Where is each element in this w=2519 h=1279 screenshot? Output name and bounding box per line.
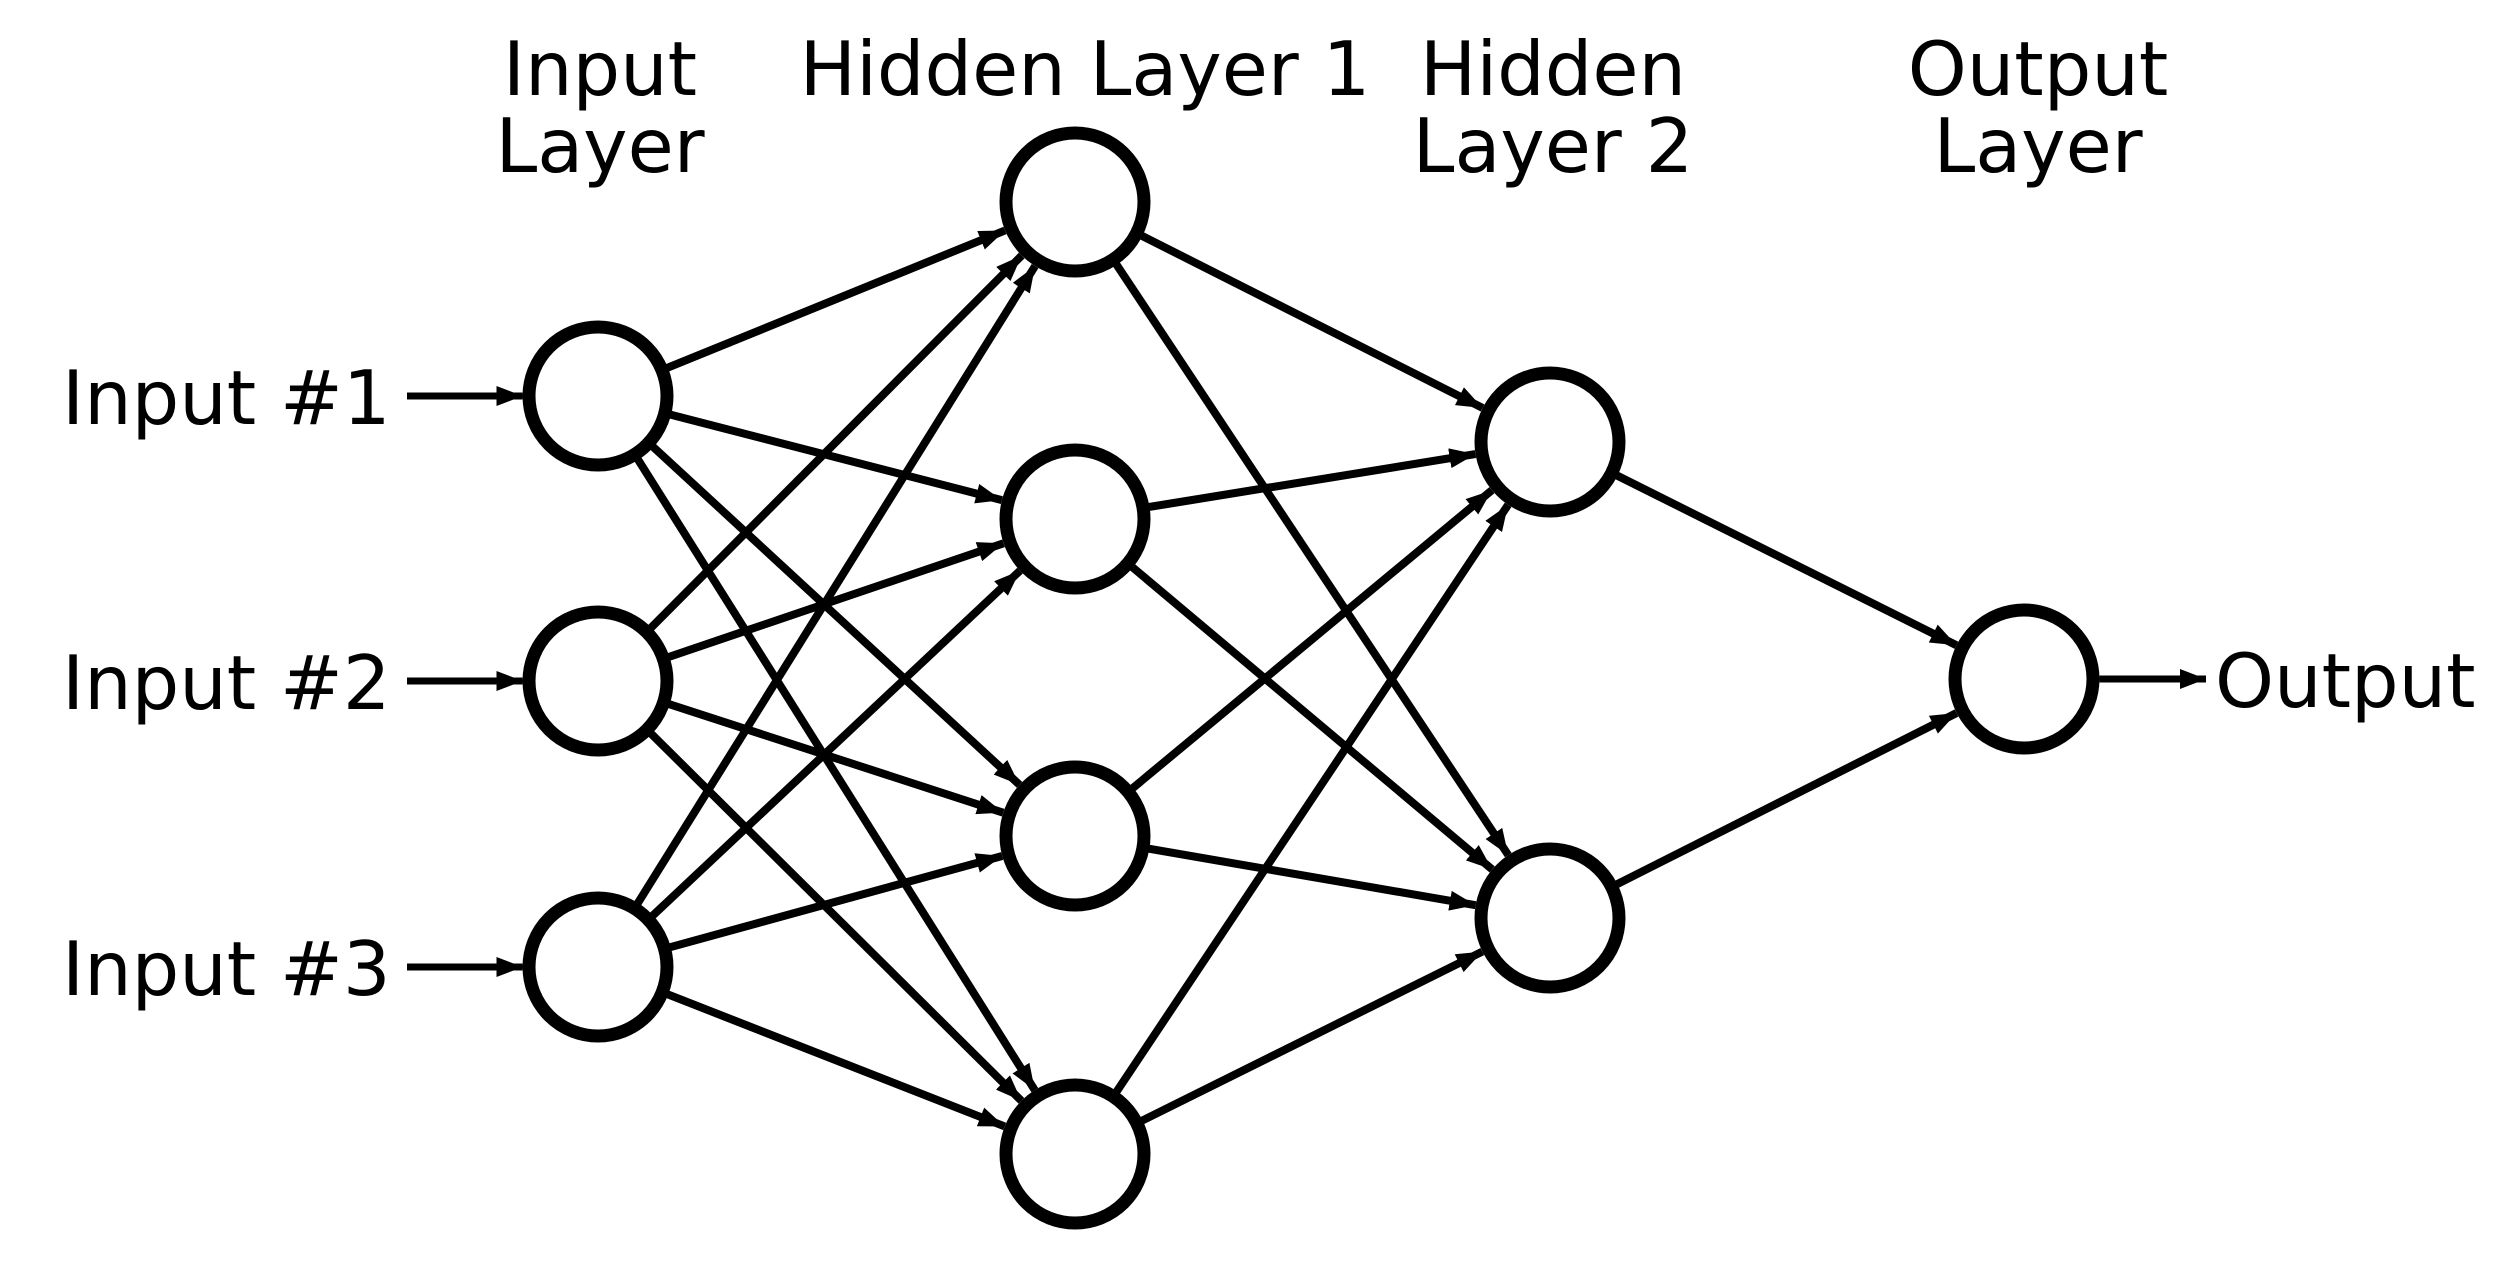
- connection-edge: [595, 393, 1023, 788]
- connection-edge: [595, 678, 1025, 1104]
- connection-edge: [595, 252, 1025, 684]
- connection-edge: [1072, 515, 1495, 873]
- connection-edge: [1073, 198, 1485, 412]
- connection-edge: [1548, 709, 1959, 922]
- connection-edge: [1548, 438, 1959, 649]
- connection-edge: [1071, 199, 1512, 858]
- header-output-layer-line1: Output: [1908, 25, 2169, 113]
- edges-layer: [594, 198, 1959, 1158]
- header-hidden-layer-2-line2: Layer 2: [1413, 102, 1694, 190]
- neuron-node-hidden2: [1474, 366, 1626, 518]
- connection-edge: [1073, 948, 1485, 1158]
- neuron-node-output: [1948, 603, 2100, 755]
- neuron-node-input: [522, 320, 674, 472]
- header-input-layer-line1: Input: [503, 25, 697, 113]
- header-input-layer-line2: Layer: [495, 102, 704, 190]
- label-input-1: Input #1: [62, 354, 391, 442]
- neuron-node-input: [522, 891, 674, 1043]
- connection-edge: [1071, 502, 1512, 1157]
- nodes-layer: [522, 126, 2100, 1230]
- neuron-node-hidden1: [999, 760, 1151, 912]
- label-output: Output: [2215, 637, 2476, 725]
- neuron-node-hidden1: [999, 1078, 1151, 1230]
- connection-edge: [594, 393, 1039, 1093]
- neuron-node-hidden1: [999, 443, 1151, 595]
- header-hidden-layer-2-line1: Hidden: [1420, 25, 1686, 113]
- neuron-node-input: [522, 605, 674, 757]
- neuron-node-hidden2: [1474, 842, 1626, 994]
- connection-edge: [594, 263, 1039, 970]
- header-output-layer-line2: Layer: [1933, 102, 2142, 190]
- connection-edge: [1072, 487, 1495, 840]
- label-input-2: Input #2: [62, 639, 391, 727]
- connection-edge: [595, 567, 1023, 970]
- label-input-3: Input #3: [62, 925, 391, 1013]
- label-arrows-layer: [407, 386, 2206, 977]
- neuron-node-hidden1: [999, 126, 1151, 278]
- header-hidden-layer-1: Hidden Layer 1: [800, 25, 1371, 113]
